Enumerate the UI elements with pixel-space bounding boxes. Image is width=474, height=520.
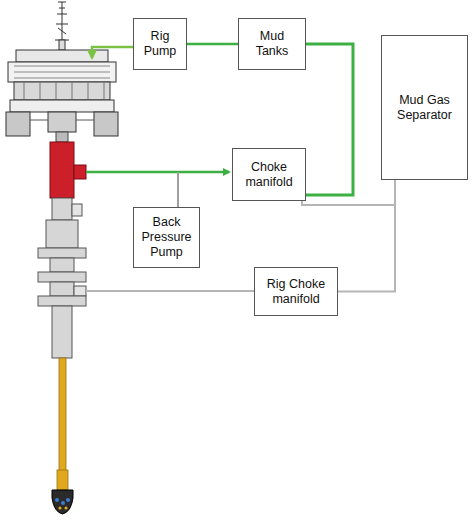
box-label: Back Pressure Pump — [138, 215, 195, 260]
choke-box: Rig Choke manifold — [254, 267, 338, 316]
separator-box: Mud Gas Separator — [381, 35, 468, 180]
flow-line — [306, 44, 353, 195]
pump-box: Rig Pump — [133, 18, 187, 70]
box-label: Rig Choke manifold — [259, 277, 333, 307]
choke-box: Choke manifold — [232, 148, 306, 201]
flow-line — [187, 43, 238, 46]
box-label: Choke manifold — [237, 160, 301, 190]
flow-line — [302, 180, 395, 205]
flow-line — [338, 180, 395, 292]
tank-box: Mud Tanks — [238, 18, 306, 70]
box-label: Mud Tanks — [243, 29, 301, 59]
pump-box: Back Pressure Pump — [133, 207, 200, 268]
box-label: Mud Gas Separator — [386, 93, 463, 123]
box-label: Rig Pump — [138, 29, 182, 59]
